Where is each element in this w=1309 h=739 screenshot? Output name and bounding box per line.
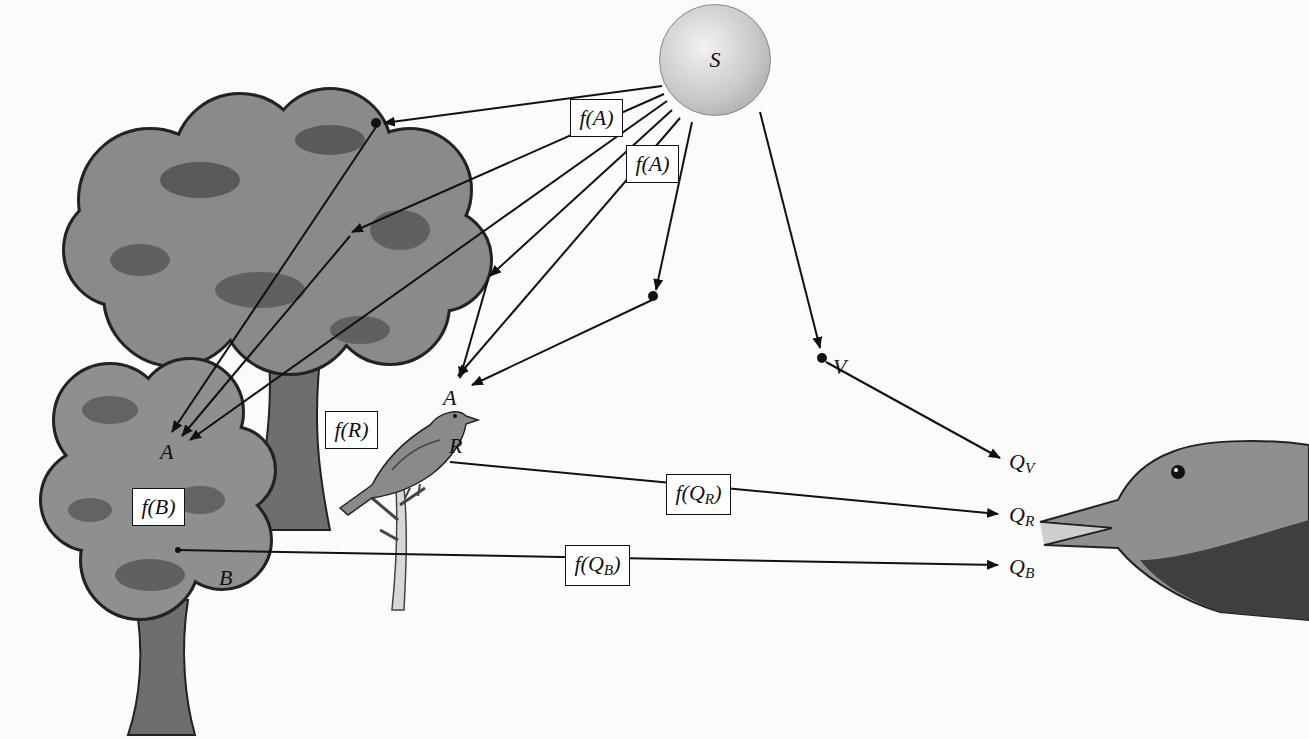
subscript: B [604,561,613,578]
point-label: A [160,441,173,463]
point-label: B [219,567,232,589]
branch [372,488,425,610]
function-label: f(R) [334,419,368,441]
sun-circle: S [659,4,771,116]
point-label: A [443,387,456,409]
function-label: f(QR) [675,482,721,506]
subscript: V [1025,459,1034,476]
function-label: f(A) [635,153,669,175]
function-box: f(QR) [666,474,731,515]
bird-head [1040,441,1309,620]
signal-label: QV [1009,451,1034,475]
function-box: f(QB) [565,545,630,586]
point-label: R [449,435,462,457]
subscript: R [705,490,714,507]
function-box: f(A) [626,145,679,183]
function-label: f(A) [579,107,613,129]
subscript: R [1025,512,1034,529]
point-label: V [833,356,846,378]
function-box: f(R) [325,411,378,449]
sun-label: S [710,49,721,71]
light-rays [172,86,1000,565]
small-tree [42,360,274,618]
function-label: f(B) [141,496,175,518]
dots [175,118,827,553]
function-box: f(A) [570,99,623,137]
function-label: f(QB) [574,553,620,577]
subscript: B [1025,564,1034,581]
big-tree [65,90,490,373]
function-box: f(B) [132,488,185,526]
signal-label: QB [1009,556,1034,580]
signal-label: QR [1009,504,1034,528]
